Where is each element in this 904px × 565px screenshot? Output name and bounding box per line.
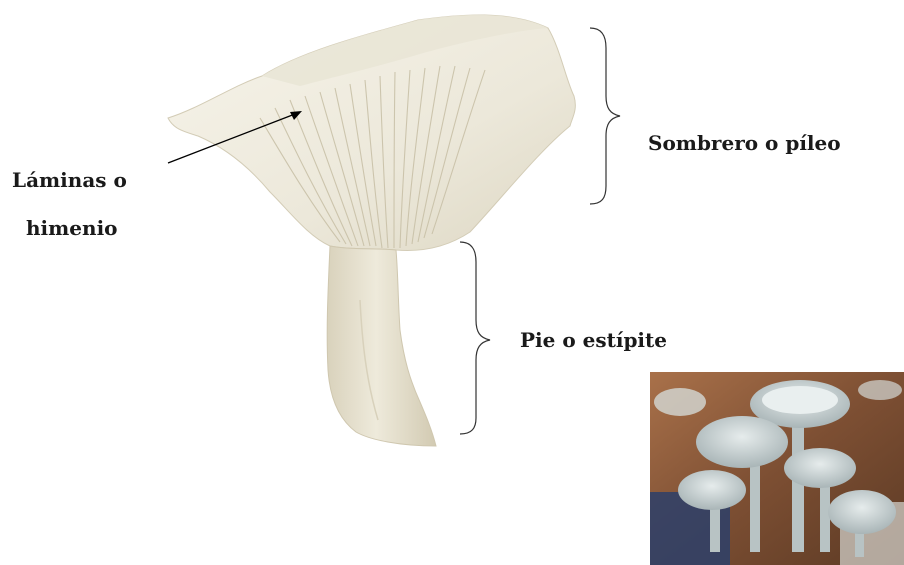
stem-brace-icon	[460, 242, 490, 434]
oyster-mushroom-icon	[168, 15, 575, 446]
mushroom-cluster-photo	[650, 372, 904, 565]
laminas-label-line1: Láminas o	[12, 170, 127, 190]
mushroom-stem	[327, 246, 436, 446]
cap-brace-icon	[590, 28, 620, 204]
laminas-label-line2: himenio	[26, 218, 118, 238]
pie-label: Pie o estípite	[520, 330, 667, 350]
sombrero-label: Sombrero o píleo	[648, 133, 841, 153]
